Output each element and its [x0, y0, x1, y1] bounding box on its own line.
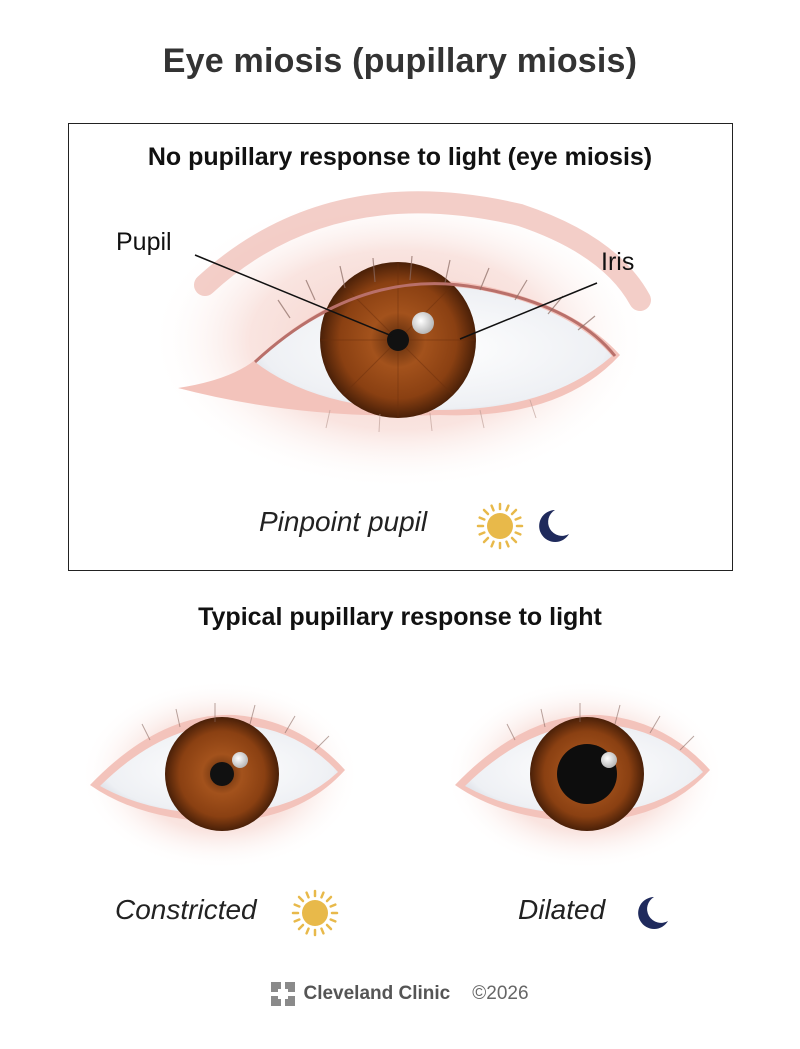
footer: Cleveland Clinic ©2026 [0, 982, 800, 1006]
constricted-pupil [210, 762, 234, 786]
copyright: ©2026 [472, 983, 529, 1004]
miosis-panel [68, 123, 733, 571]
sun-icon [476, 502, 524, 550]
highlight [412, 312, 434, 334]
sun-icon [291, 889, 339, 937]
moon-icon [539, 510, 569, 542]
pupil [387, 329, 409, 351]
dilated-eye [445, 680, 725, 870]
moon-icon [638, 897, 668, 929]
panel-title: No pupillary response to light (eye mios… [147, 143, 653, 171]
main-eye [150, 190, 651, 490]
pupil-leader-line [194, 254, 393, 337]
pinpoint-caption: Pinpoint pupil [259, 506, 428, 537]
brand-name: Cleveland Clinic [303, 983, 451, 1004]
typical-title: Typical pupillary response to light [198, 603, 602, 631]
iris-leader-line [459, 282, 598, 340]
cleveland-clinic-logo-icon [271, 982, 296, 1006]
page-title: Eye miosis (pupillary miosis) [162, 42, 638, 80]
constricted-caption: Constricted [115, 894, 257, 925]
constricted-eye [80, 680, 360, 870]
dilated-caption: Dilated [518, 894, 606, 925]
iris-label: Iris [601, 248, 635, 276]
pupil-label: Pupil [116, 228, 172, 256]
